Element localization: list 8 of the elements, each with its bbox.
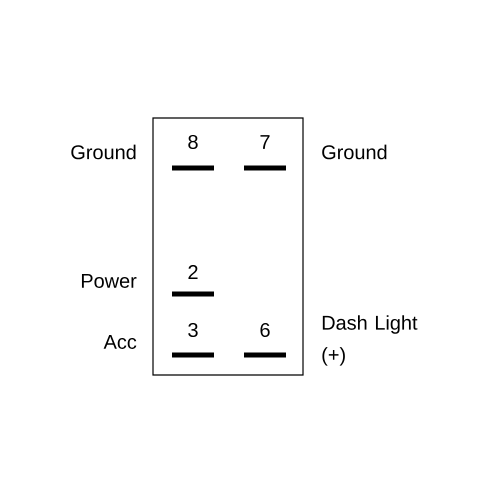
pin-number: 7 — [260, 135, 270, 149]
pin-label: Dash Light (+) — [322, 315, 418, 366]
pin-number: 8 — [188, 134, 198, 150]
pin-number: 2 — [188, 265, 198, 279]
pin-label: Ground — [322, 144, 386, 160]
switch-body — [152, 117, 304, 376]
pin-number: 3 — [188, 322, 198, 338]
pin-number: 6 — [260, 322, 270, 338]
